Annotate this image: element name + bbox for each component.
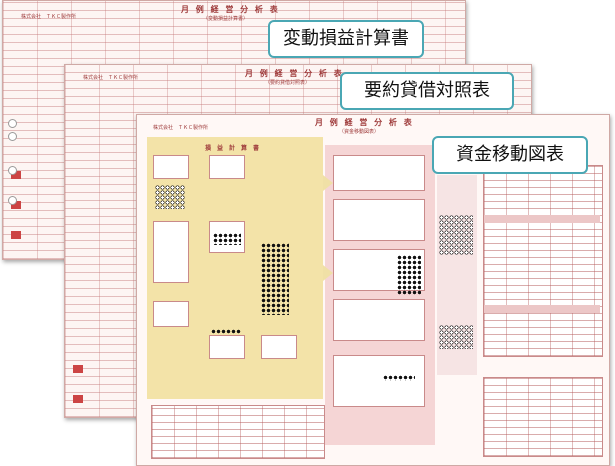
sheet-subtitle: （変動損益計算書） <box>203 16 249 22</box>
red-marker <box>73 365 83 373</box>
pl-dots <box>155 185 185 209</box>
label-variable-pl: 変動損益計算書 <box>268 20 424 58</box>
flow-dots <box>397 255 421 295</box>
flow-arrow <box>323 265 333 281</box>
label-cash-flow-diagram: 資金移動図表 <box>432 136 588 174</box>
sheet-subtitle: （資金移動図表） <box>339 129 380 135</box>
pl-box <box>209 335 245 359</box>
pl-dots <box>211 329 241 334</box>
binder-hole <box>8 196 17 205</box>
red-marker <box>11 231 21 239</box>
cash-table <box>483 165 603 357</box>
table-row-highlight <box>484 305 600 313</box>
flow-box <box>333 299 425 341</box>
company-name: 株式会社 ＴＫＣ製作所 <box>153 125 209 131</box>
pl-dots <box>213 233 241 245</box>
red-marker <box>11 201 21 209</box>
sheet-subtitle: （要約貸借対照表） <box>265 80 311 86</box>
cash-dots <box>439 325 473 349</box>
binder-hole <box>8 119 17 128</box>
red-marker <box>73 395 83 403</box>
pl-box <box>153 301 189 327</box>
flow-arrow <box>323 175 333 191</box>
pl-box <box>153 221 189 283</box>
flow-box <box>333 355 425 407</box>
label-summary-bs: 要約貸借対照表 <box>340 72 514 110</box>
flow-dots <box>383 375 415 381</box>
pl-dots <box>261 243 289 315</box>
pl-box <box>153 155 189 179</box>
pl-box <box>261 335 297 359</box>
sheet-cash-flow-diagram: 月 例 経 営 分 析 表 （資金移動図表） 株式会社 ＴＫＣ製作所 損 益 計… <box>136 114 610 466</box>
pl-panel-title: 損 益 計 算 書 <box>205 145 260 152</box>
company-name: 株式会社 ＴＫＣ製作所 <box>83 75 139 81</box>
table-row-highlight <box>484 215 600 223</box>
flow-box <box>333 199 425 241</box>
sheet-title: 月 例 経 営 分 析 表 <box>315 118 414 127</box>
summary-table <box>483 377 603 457</box>
cash-dots <box>439 215 473 255</box>
company-name: 株式会社 ＴＫＣ製作所 <box>21 14 77 20</box>
sheet-title: 月 例 経 営 分 析 表 <box>181 5 280 14</box>
red-marker <box>11 171 21 179</box>
flow-box <box>333 155 425 191</box>
pl-table <box>151 405 325 459</box>
pl-box <box>209 155 245 179</box>
binder-hole <box>8 132 17 141</box>
sheet-title: 月 例 経 営 分 析 表 <box>245 69 344 78</box>
binder-hole <box>8 166 17 175</box>
